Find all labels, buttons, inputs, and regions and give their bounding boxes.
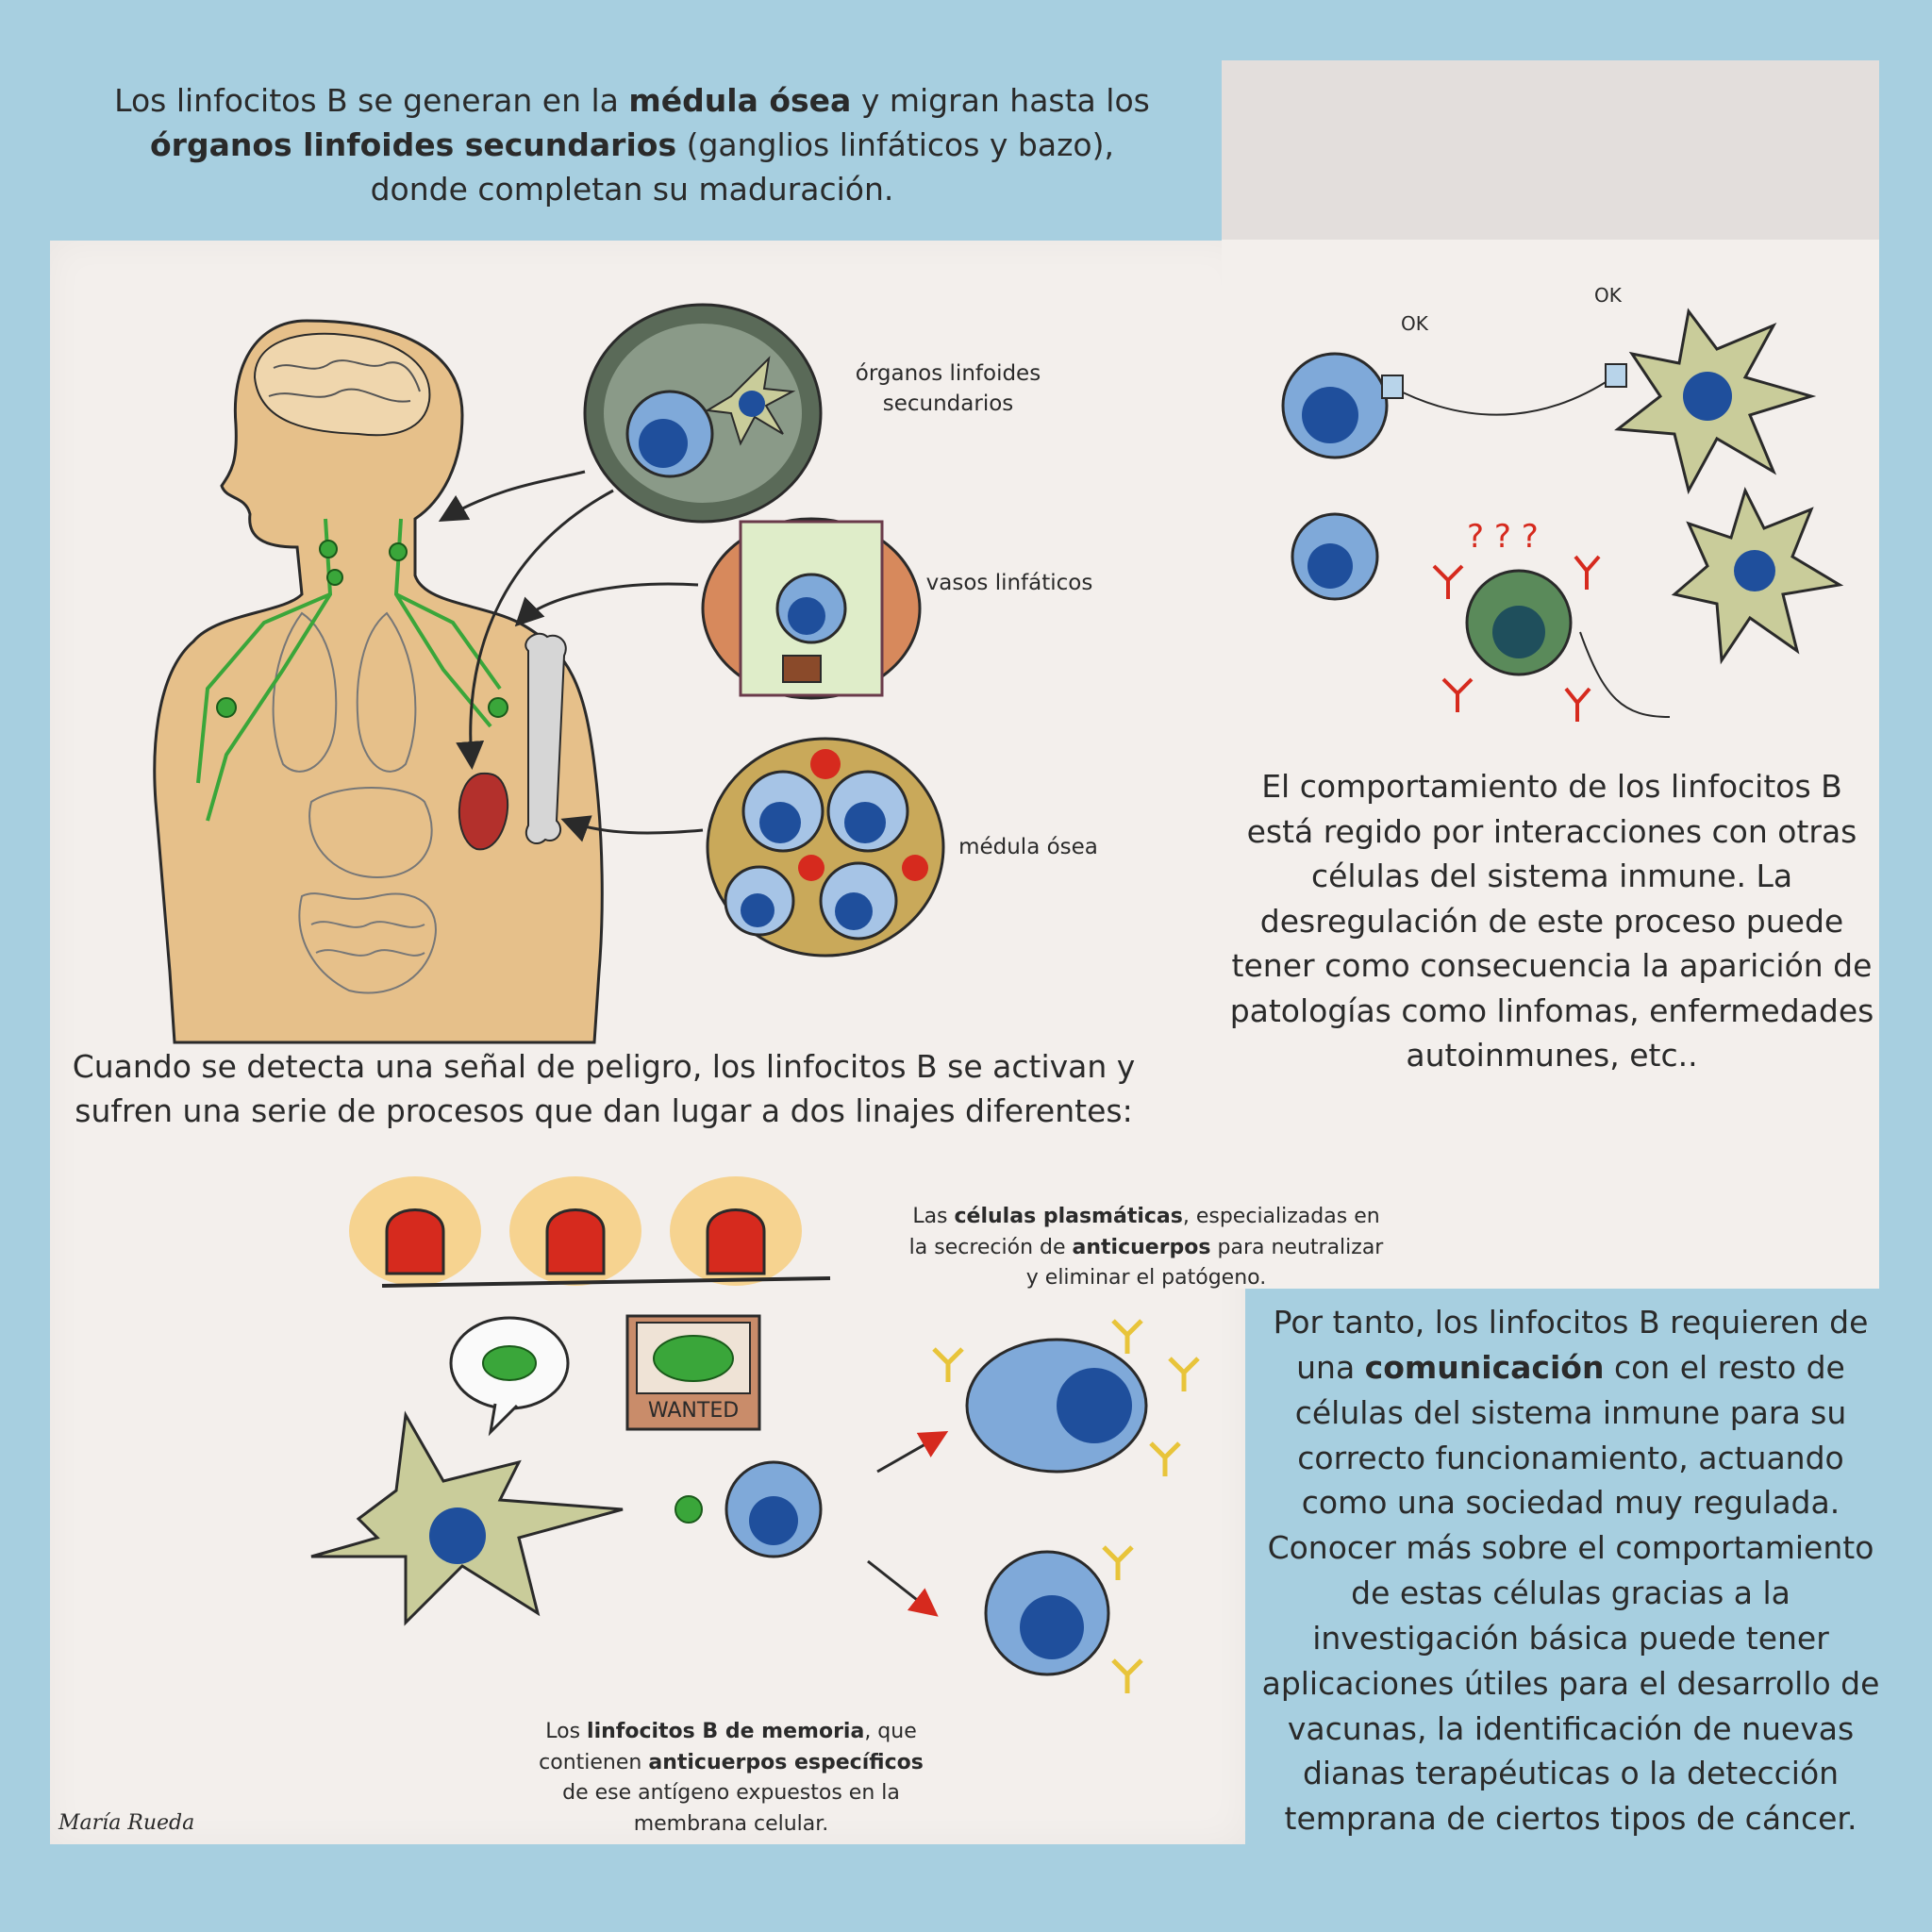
- b-cell-icon: [819, 861, 898, 941]
- arrow-icon: [867, 1559, 939, 1617]
- b-cell-icon: [741, 770, 824, 853]
- red-blood-cell: [902, 855, 928, 881]
- dendritic-cell-icon: [1614, 308, 1817, 495]
- red-blood-cell: [798, 855, 824, 881]
- b-cell-icon: [625, 390, 714, 478]
- antigen-icon: [675, 1495, 703, 1524]
- bone: [525, 632, 567, 844]
- confused-b-cell-icon: [1465, 569, 1573, 676]
- communication-illustration: OK OK ? ? ?: [1281, 284, 1844, 722]
- antibody-icon: [1432, 555, 1601, 722]
- arrow-icon: [514, 582, 699, 627]
- arrow-icon: [560, 815, 704, 842]
- wanted-label: WANTED: [648, 1399, 739, 1423]
- label-bone-marrow: médula ósea: [958, 835, 1098, 859]
- lymph-nodes: [216, 540, 508, 718]
- spleen: [458, 772, 509, 851]
- alarm-siren-icon: [509, 1176, 641, 1286]
- migration-arrows: [438, 470, 704, 842]
- conclusion-text: Por tanto, los linfocitos B requieren de…: [1261, 1304, 1880, 1838]
- svg-text:? ? ?: ? ? ?: [1467, 518, 1539, 556]
- suitcase-icon: [782, 655, 822, 683]
- ok-left-label: OK: [1401, 312, 1429, 335]
- artist-signature: María Rueda: [58, 1811, 195, 1835]
- label-secondary-lymphoid-organs: órganos linfoides secundarios: [855, 361, 1041, 417]
- bone-marrow-circle: [706, 737, 945, 958]
- string-telephone-icon: [1579, 631, 1671, 718]
- arrow-icon: [438, 470, 586, 523]
- dendritic-cell-icon: [704, 356, 796, 446]
- alarm-siren-icon: [349, 1176, 481, 1286]
- antibody-icon: [932, 1319, 1200, 1693]
- ok-right-label: OK: [1594, 284, 1623, 307]
- brain: [253, 332, 431, 437]
- label-lymphatic-vessels: vasos linfáticos: [925, 571, 1093, 595]
- red-blood-cell: [810, 749, 841, 779]
- intro-text: Los linfocitos B se generan en la médula…: [114, 82, 1150, 208]
- plasma-cell-icon: [965, 1338, 1148, 1474]
- arrow-icon: [876, 1431, 949, 1474]
- body-silhouette: [153, 319, 604, 1044]
- string-telephone-icon: [1391, 376, 1614, 416]
- internal-organs: [272, 611, 437, 994]
- b-cell-icon: [1281, 352, 1389, 459]
- wanted-poster-icon: WANTED: [625, 1314, 761, 1431]
- lymphatic-vessel-circle: [701, 517, 922, 700]
- b-cell-icon: [1291, 512, 1379, 601]
- arrow-icon: [456, 489, 614, 770]
- memory-cells-text: Los linfocitos B de memoria, que contien…: [539, 1720, 924, 1836]
- human-body-illustration: [153, 319, 604, 1044]
- alarm-sirens: [349, 1176, 831, 1288]
- secondary-lymphoid-organ-circle: [583, 303, 823, 524]
- alarm-siren-icon: [670, 1176, 802, 1286]
- speech-bubble-icon: [449, 1316, 570, 1437]
- b-cell-icon: [826, 770, 909, 853]
- b-cell-icon: [724, 865, 795, 937]
- memory-b-cell-icon: [984, 1550, 1110, 1676]
- plasma-cells-text: Las células plasmáticas, especializadas …: [908, 1205, 1384, 1291]
- cell-activation-illustration: [310, 1319, 1200, 1693]
- dendritic-cell-icon: [1671, 486, 1844, 665]
- b-cell-icon: [775, 573, 847, 644]
- dendritic-cell-icon: [310, 1410, 624, 1626]
- b-cell-icon: [724, 1460, 823, 1558]
- danger-signal-text: Cuando se detecta una señal de peligro, …: [72, 1048, 1136, 1129]
- right-header-panel: [1222, 60, 1879, 240]
- behaviour-text: El comportamiento de los linfocitos B es…: [1229, 768, 1874, 1074]
